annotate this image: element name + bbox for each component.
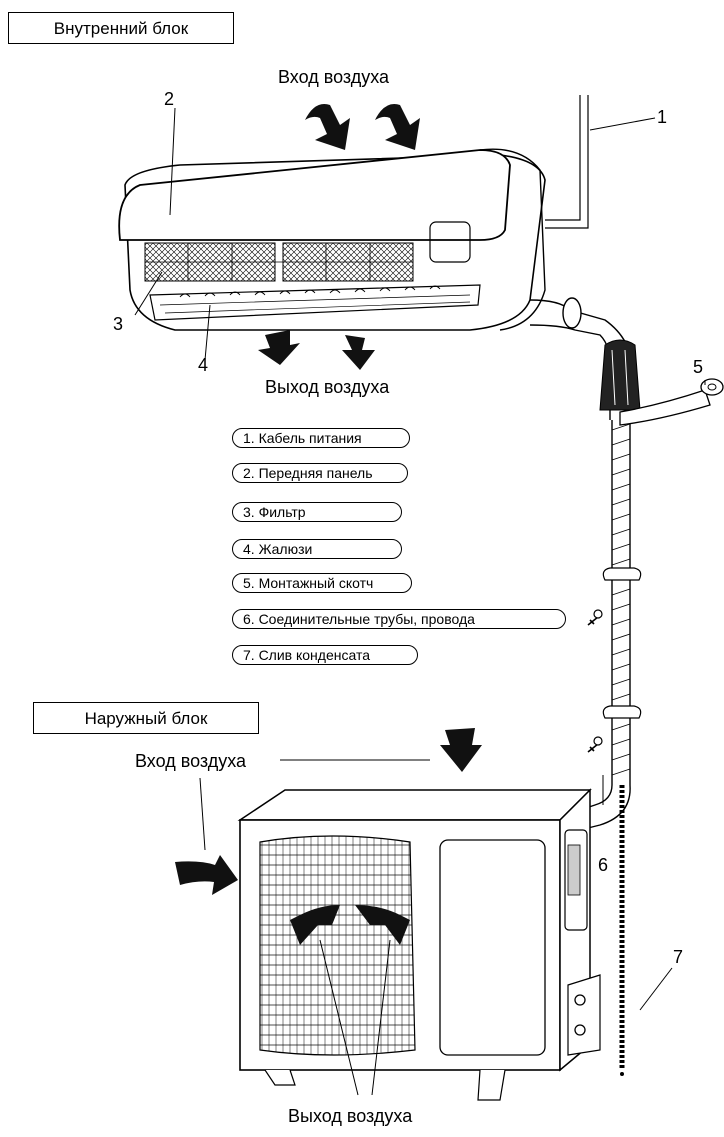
legend-item-condensate-drain: 7. Слив конденсата (232, 645, 418, 665)
callout-3: 3 (113, 314, 124, 334)
mounting-bracket (599, 339, 641, 411)
air-in-arrows-top (305, 104, 420, 150)
air-in-arrow-top-outdoor (440, 728, 482, 772)
legend-item-mounting-tape: 5. Монтажный скотч (232, 573, 412, 593)
leader-lines (134, 107, 706, 1096)
legend-item-front-panel: 2. Передняя панель (232, 463, 408, 483)
air-out-label-indoor: Выход воздуха (265, 377, 390, 397)
air-in-arrow-side-outdoor (175, 855, 238, 895)
air-out-label-outdoor: Выход воздуха (288, 1106, 413, 1126)
screws (587, 609, 603, 753)
piping-bundle (529, 297, 642, 831)
tape-roll (619, 378, 724, 426)
air-in-label-outdoor: Вход воздуха (135, 751, 247, 771)
callout-1: 1 (657, 107, 668, 127)
legend-item-louvers: 4. Жалюзи (232, 539, 402, 559)
outdoor-unit-label: Наружный блок (33, 702, 259, 734)
callout-2: 2 (164, 89, 175, 109)
filter-mesh (144, 242, 414, 282)
legend-item-power-cable: 1. Кабель питания (232, 428, 410, 448)
callout-5: 5 (693, 357, 704, 377)
drain-hose (619, 785, 625, 1076)
air-out-arrows-outdoor (290, 905, 410, 945)
air-out-arrows-indoor (258, 330, 375, 370)
legend-item-filter: 3. Фильтр (232, 502, 402, 522)
indoor-unit-label: Внутренний блок (8, 12, 234, 44)
louver-assembly (149, 284, 481, 321)
fan-grille (259, 835, 416, 1056)
callout-7: 7 (673, 947, 684, 967)
air-in-label-top: Вход воздуха (278, 67, 390, 87)
outdoor-unit-drawing (237, 788, 601, 1101)
callout-4: 4 (198, 355, 209, 375)
callout-6: 6 (598, 855, 609, 875)
legend-item-connecting-pipes: 6. Соединительные трубы, провода (232, 609, 566, 629)
indoor-unit-drawing (118, 95, 589, 331)
